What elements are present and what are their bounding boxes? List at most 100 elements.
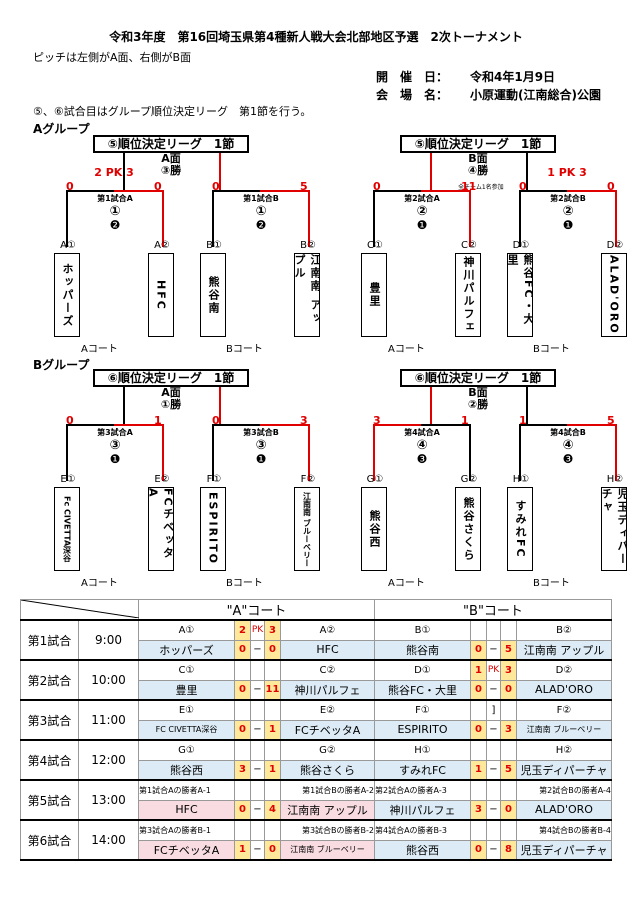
score-right: 3 xyxy=(500,719,517,741)
pool-court: B面 xyxy=(468,152,488,165)
team-box: 熊谷西 xyxy=(361,487,387,571)
winner-line xyxy=(260,190,310,192)
bracket-line xyxy=(519,190,521,247)
blank xyxy=(470,819,487,841)
winner-line xyxy=(114,190,164,192)
score-left: 0 xyxy=(66,414,74,427)
match-order: ❷ xyxy=(109,218,121,232)
pool-court: A面 xyxy=(161,152,181,165)
score-right: 5 xyxy=(500,639,517,661)
team-left: HFC xyxy=(138,799,235,821)
blank xyxy=(500,779,517,801)
match-label: 第2試合B xyxy=(550,194,586,203)
score-right: 0 xyxy=(154,180,162,193)
blank xyxy=(470,619,487,641)
pk-left: 2 xyxy=(234,619,251,641)
court-label: Bコート xyxy=(533,344,570,355)
blank xyxy=(264,739,281,761)
score-right: 5 xyxy=(300,180,308,193)
venue-label: 会 場 名： xyxy=(376,88,449,102)
score-dash: − xyxy=(486,839,501,861)
blank xyxy=(500,619,517,641)
blank xyxy=(250,819,265,841)
team-slot: A① xyxy=(60,240,76,251)
score-dash: − xyxy=(486,719,501,741)
winner-line xyxy=(469,190,471,247)
slot-left: D① xyxy=(374,659,471,681)
slot-right: 第2試合Bの勝者A-4 xyxy=(516,779,612,801)
winner-line xyxy=(373,424,375,481)
match-name: 第6試合 xyxy=(20,819,79,861)
score-dash: − xyxy=(250,799,265,821)
score-right: 5 xyxy=(607,414,615,427)
score-left: 1 xyxy=(519,414,527,427)
team-box: 神川パルフェ xyxy=(455,253,481,337)
winner-line xyxy=(430,153,432,190)
match-order: ❶ xyxy=(255,452,267,466)
slot-left: C① xyxy=(138,659,235,681)
blank xyxy=(264,699,281,721)
match-number: ① xyxy=(255,204,267,219)
bracket-line xyxy=(519,190,569,192)
match-number: ③ xyxy=(109,438,121,453)
team-right: 神川パルフェ xyxy=(280,679,375,701)
team-slot: F② xyxy=(300,474,316,485)
date-label: 開 催 日： xyxy=(376,70,449,84)
match-time: 14:00 xyxy=(78,819,139,861)
table-corner xyxy=(20,599,139,621)
score-left: 0 xyxy=(234,719,251,741)
blank xyxy=(234,819,251,841)
score-left: 0 xyxy=(212,414,220,427)
team-right: 熊谷さくら xyxy=(280,759,375,781)
court-label: Bコート xyxy=(226,344,263,355)
winner-line xyxy=(308,424,310,481)
team-box: Fc CIVETTA深谷 xyxy=(54,487,80,571)
winner-line xyxy=(567,190,617,192)
blank xyxy=(250,779,265,801)
team-right: 江南南 ブルーベリー xyxy=(516,719,612,741)
score-left: 3 xyxy=(470,799,487,821)
winner-line xyxy=(219,153,221,190)
team-box: 豊里 xyxy=(361,253,387,337)
court-a-header: "A"コート xyxy=(138,599,375,621)
score-right: 3 xyxy=(300,414,308,427)
score-dash: − xyxy=(486,679,501,701)
pk-right: 3 xyxy=(500,659,517,681)
pk-right: 3 xyxy=(264,619,281,641)
winner-line xyxy=(162,190,164,247)
pk-score: 1 PK 3 xyxy=(547,166,587,179)
team-right: 江南南 アップル xyxy=(280,799,375,821)
bracket-line xyxy=(66,424,116,426)
match-order: ❸ xyxy=(562,452,574,466)
court-b-header: "B"コート xyxy=(374,599,612,621)
pool-title: ⑥順位決定リーグ 1節 xyxy=(93,369,249,387)
score-dash: − xyxy=(486,759,501,781)
match-label: 第2試合A xyxy=(404,194,440,203)
slot-right: G② xyxy=(280,739,375,761)
team-slot: H② xyxy=(606,474,624,485)
team-right: FCチベッタA xyxy=(280,719,375,741)
winner-line xyxy=(308,190,310,247)
score-right: 1 xyxy=(461,414,469,427)
score-left: 0 xyxy=(234,679,251,701)
team-box: 熊谷南 xyxy=(200,253,226,337)
match-number: ② xyxy=(416,204,428,219)
blank xyxy=(470,779,487,801)
score-right: 1 xyxy=(264,759,281,781)
score-left: 0 xyxy=(66,180,74,193)
team-box: ALAD'ORO xyxy=(601,253,627,337)
court-label: Aコート xyxy=(81,344,118,355)
winner-line xyxy=(260,424,310,426)
match-order: ❷ xyxy=(255,218,267,232)
slot-right: C② xyxy=(280,659,375,681)
pool-title: ⑥順位決定リーグ 1節 xyxy=(400,369,556,387)
score-dash: − xyxy=(250,639,265,661)
blank xyxy=(264,779,281,801)
slot-left: E① xyxy=(138,699,235,721)
team-right: 児玉ディパーチャ xyxy=(516,759,612,781)
team-box: ESPIRITO xyxy=(200,487,226,571)
venue-value: 小原運動(江南総合)公園 xyxy=(470,88,601,102)
team-slot: E② xyxy=(154,474,170,485)
diagonal-line xyxy=(21,600,139,618)
team-slot: F① xyxy=(206,474,222,485)
